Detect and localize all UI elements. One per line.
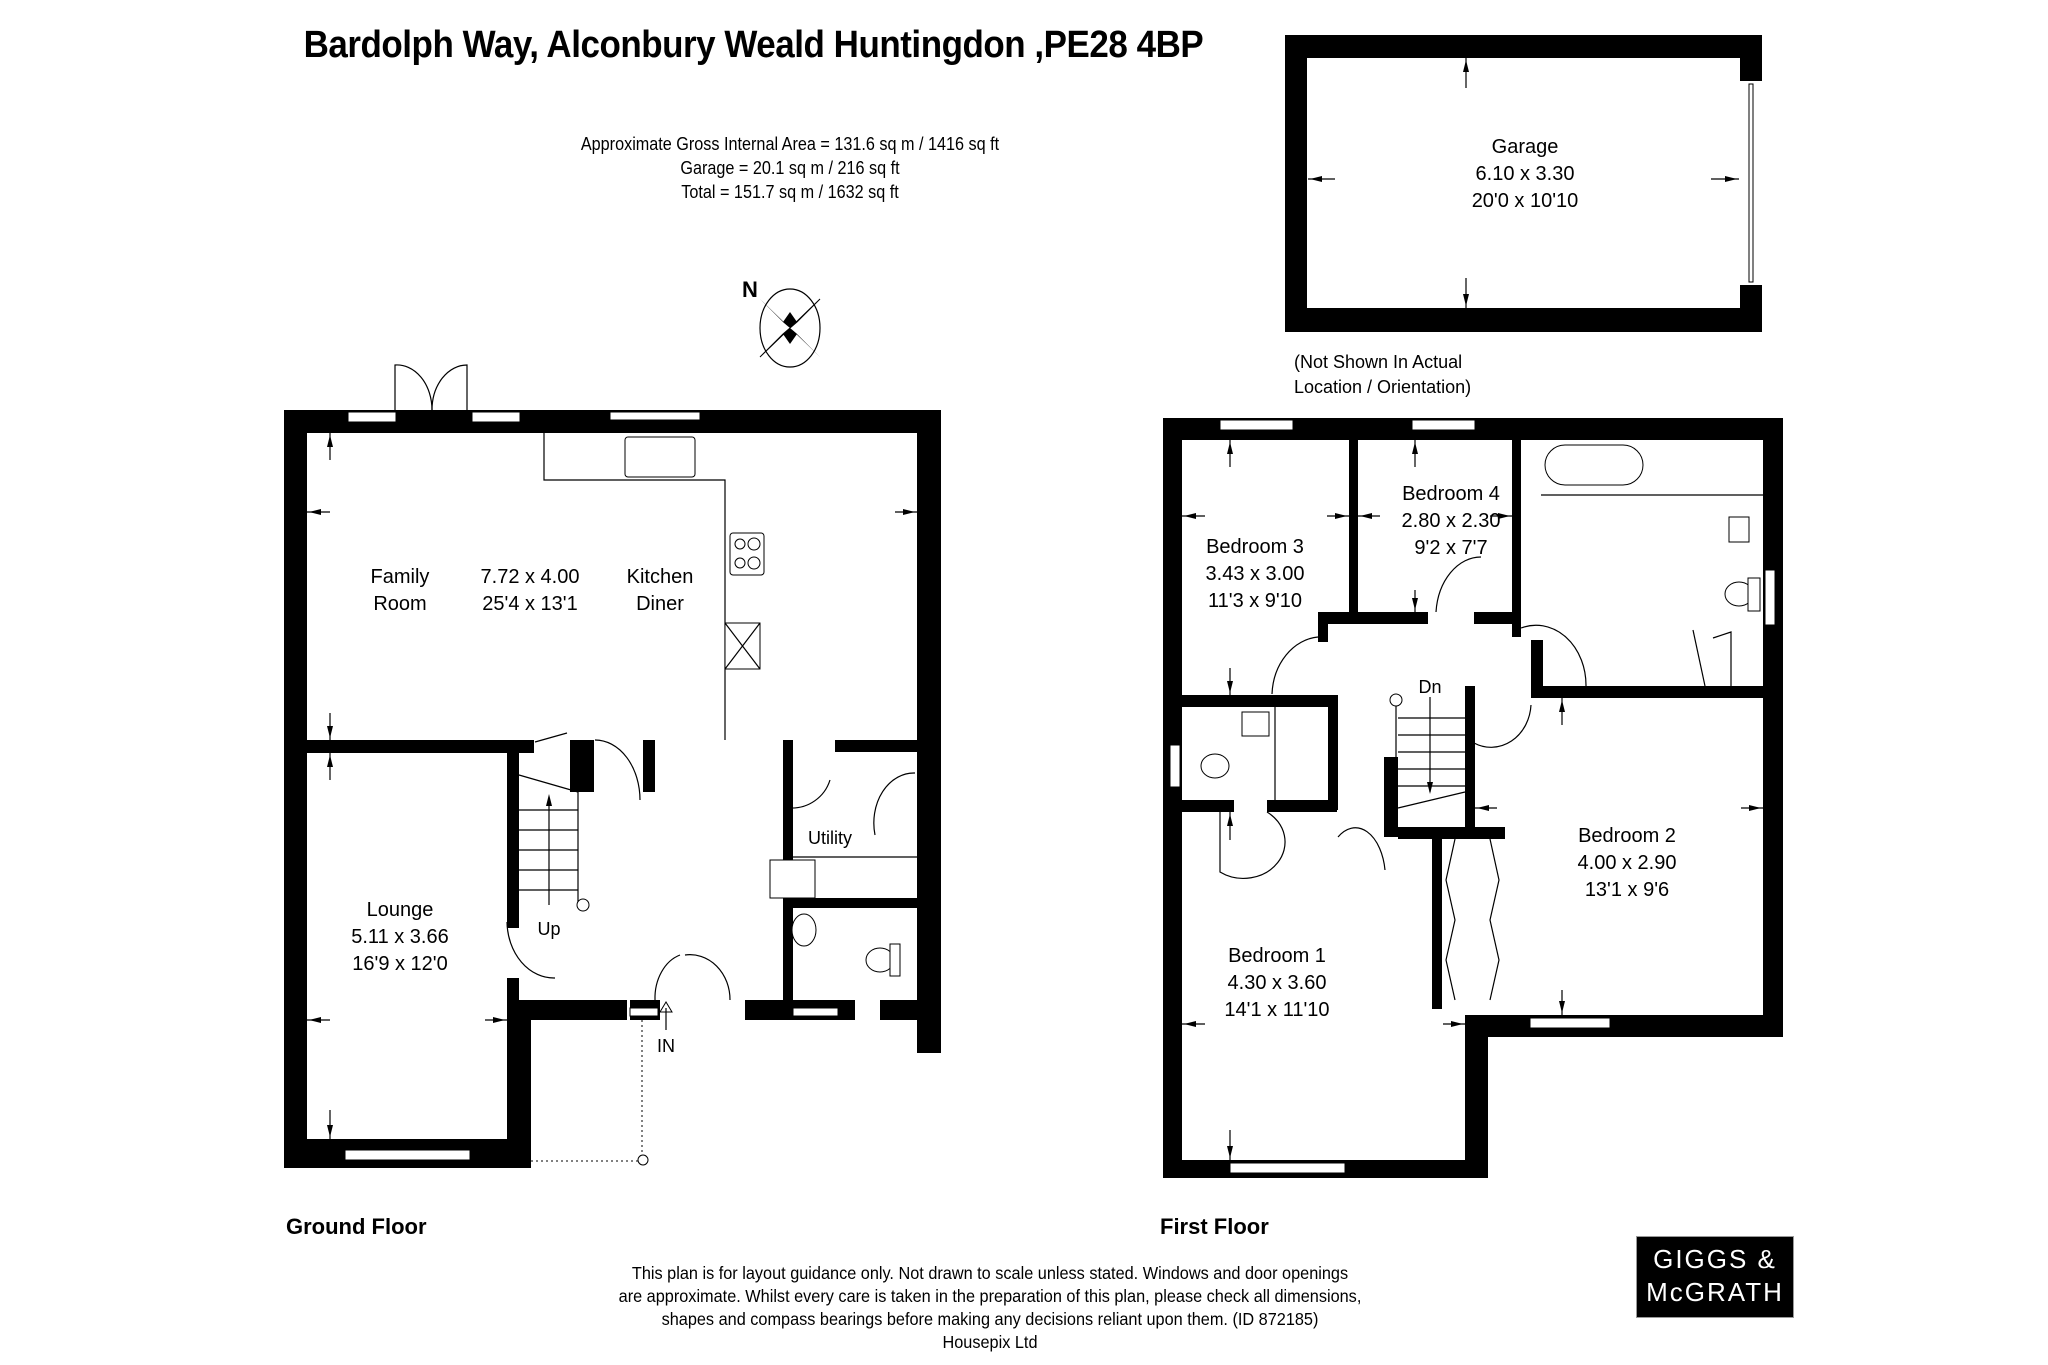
bedroom4-metric: 2.80 x 2.30 <box>1402 510 1501 532</box>
family-room-name-2: Room <box>373 593 426 615</box>
logo-line1: GIGGS & <box>1653 1244 1777 1274</box>
garage-plan: Garage 6.10 x 3.30 20'0 x 10'10 <box>1285 35 1762 332</box>
kitchen-diner-name-1: Kitchen <box>627 566 694 588</box>
bedroom3-name: Bedroom 3 <box>1206 536 1304 558</box>
bedroom1-metric: 4.30 x 3.60 <box>1228 972 1327 994</box>
bedroom3-imperial: 11'3 x 9'10 <box>1208 590 1302 612</box>
logo-line2: McGRATH <box>1646 1277 1784 1307</box>
ground-floor-label: Ground Floor <box>286 1214 427 1239</box>
bedroom4-imperial: 9'2 x 7'7 <box>1414 537 1487 559</box>
disclaimer: This plan is for layout guidance only. N… <box>560 1262 1420 1354</box>
credit: Housepix Ltd <box>942 1332 1038 1352</box>
bedroom2-name: Bedroom 2 <box>1578 825 1676 847</box>
garage-location-note: (Not Shown In Actual Location / Orientat… <box>1294 352 1472 397</box>
lounge-imperial: 16'9 x 12'0 <box>352 953 448 975</box>
gross-internal-area: Approximate Gross Internal Area = 131.6 … <box>580 134 1000 154</box>
first-floor-plan: Dn Bedroom 3 3.43 x 3.00 11'3 x 9'10 Be <box>1163 418 1783 1178</box>
area-summary: Approximate Gross Internal Area = 131.6 … <box>480 132 1100 204</box>
first-floor-stairs: Dn <box>1389 677 1466 835</box>
lounge-name: Lounge <box>367 899 434 921</box>
family-kitchen-imperial: 25'4 x 13'1 <box>482 593 578 615</box>
garage-area: Garage = 20.1 sq m / 216 sq ft <box>680 158 900 178</box>
agent-logo: GIGGS & McGRATH <box>1636 1236 1794 1318</box>
garage-metric: 6.10 x 3.30 <box>1476 163 1575 185</box>
utility-name: Utility <box>808 828 852 848</box>
bedroom3-metric: 3.43 x 3.00 <box>1206 563 1305 585</box>
family-room-name-1: Family <box>371 566 430 588</box>
bedroom1-name: Bedroom 1 <box>1228 945 1326 967</box>
bedroom1-imperial: 14'1 x 11'10 <box>1224 999 1329 1021</box>
page-title: Bardolph Way, Alconbury Weald Huntingdon… <box>303 24 1204 66</box>
family-kitchen-metric: 7.72 x 4.00 <box>481 566 580 588</box>
compass-rose-icon: N <box>742 277 821 368</box>
garage-imperial: 20'0 x 10'10 <box>1472 190 1579 212</box>
bedroom4-name: Bedroom 4 <box>1402 483 1500 505</box>
bedroom2-imperial: 13'1 x 9'6 <box>1585 879 1669 901</box>
stairs-up-label: Up <box>537 919 560 939</box>
bedroom2-metric: 4.00 x 2.90 <box>1578 852 1677 874</box>
kitchen-diner-name-2: Diner <box>636 593 684 615</box>
ground-floor-stairs: Up <box>518 774 590 939</box>
stairs-down-label: Dn <box>1418 677 1441 697</box>
first-floor-label: First Floor <box>1160 1214 1269 1239</box>
ground-floor-plan: Up IN Family Room 7.72 x 4.00 <box>284 364 941 1168</box>
north-label: N <box>742 277 758 302</box>
total-area: Total = 151.7 sq m / 1632 sq ft <box>681 182 899 202</box>
lounge-metric: 5.11 x 3.66 <box>351 926 448 948</box>
garage-name: Garage <box>1492 136 1559 158</box>
entrance-label: IN <box>657 1036 675 1056</box>
